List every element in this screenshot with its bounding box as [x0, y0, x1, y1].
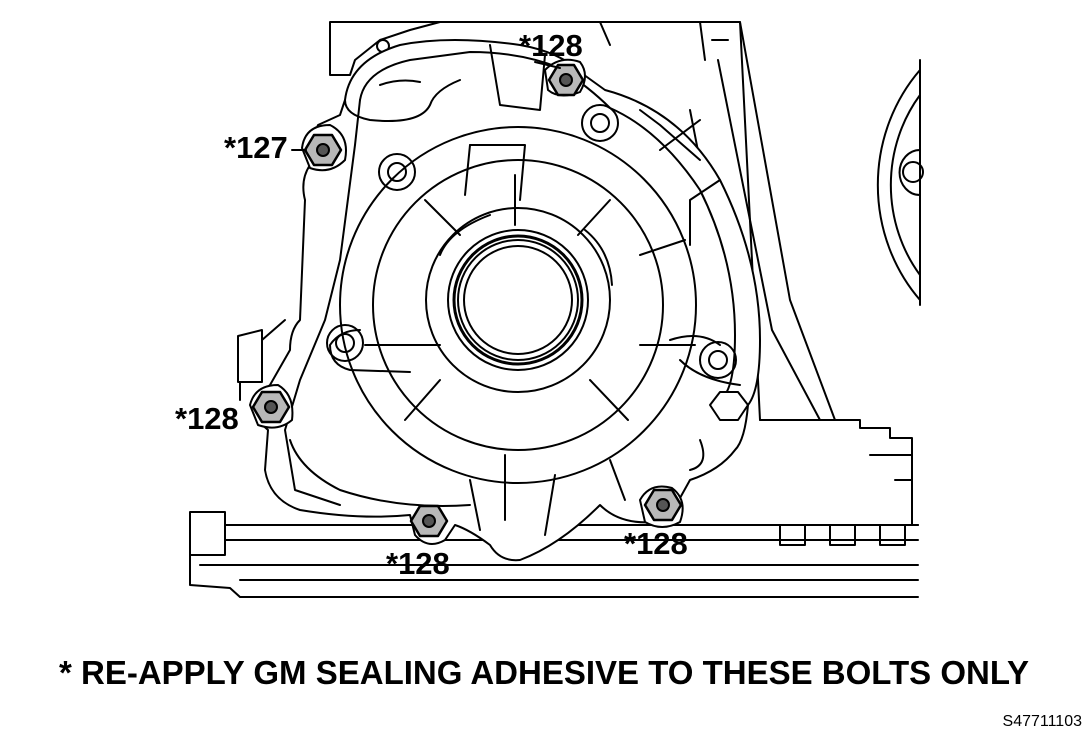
- oil-pan-flange: [190, 420, 918, 597]
- side-bracket: [238, 320, 285, 400]
- callout-bolt-bottom-left: *128: [386, 546, 450, 581]
- bolt-left: [250, 385, 292, 428]
- figure-id: S47711103: [1002, 713, 1082, 730]
- bolt-bottom-right: [640, 487, 683, 528]
- bolt-upper-left: [302, 125, 346, 170]
- crankshaft-pulley: [878, 60, 923, 305]
- oil-pump-housing: [256, 40, 760, 560]
- callout-leader-lines: [292, 62, 560, 150]
- bolt-bottom-left: [411, 506, 447, 536]
- callout-bolt-upper-left: *127: [224, 130, 288, 165]
- callout-bolt-top: *128: [519, 28, 583, 63]
- callout-bolt-bottom-right: *128: [624, 526, 688, 561]
- callout-bolt-left: *128: [175, 401, 239, 436]
- diagram-caption: * RE-APPLY GM SEALING ADHESIVE TO THESE …: [58, 654, 1029, 691]
- bolt-top: [545, 60, 585, 96]
